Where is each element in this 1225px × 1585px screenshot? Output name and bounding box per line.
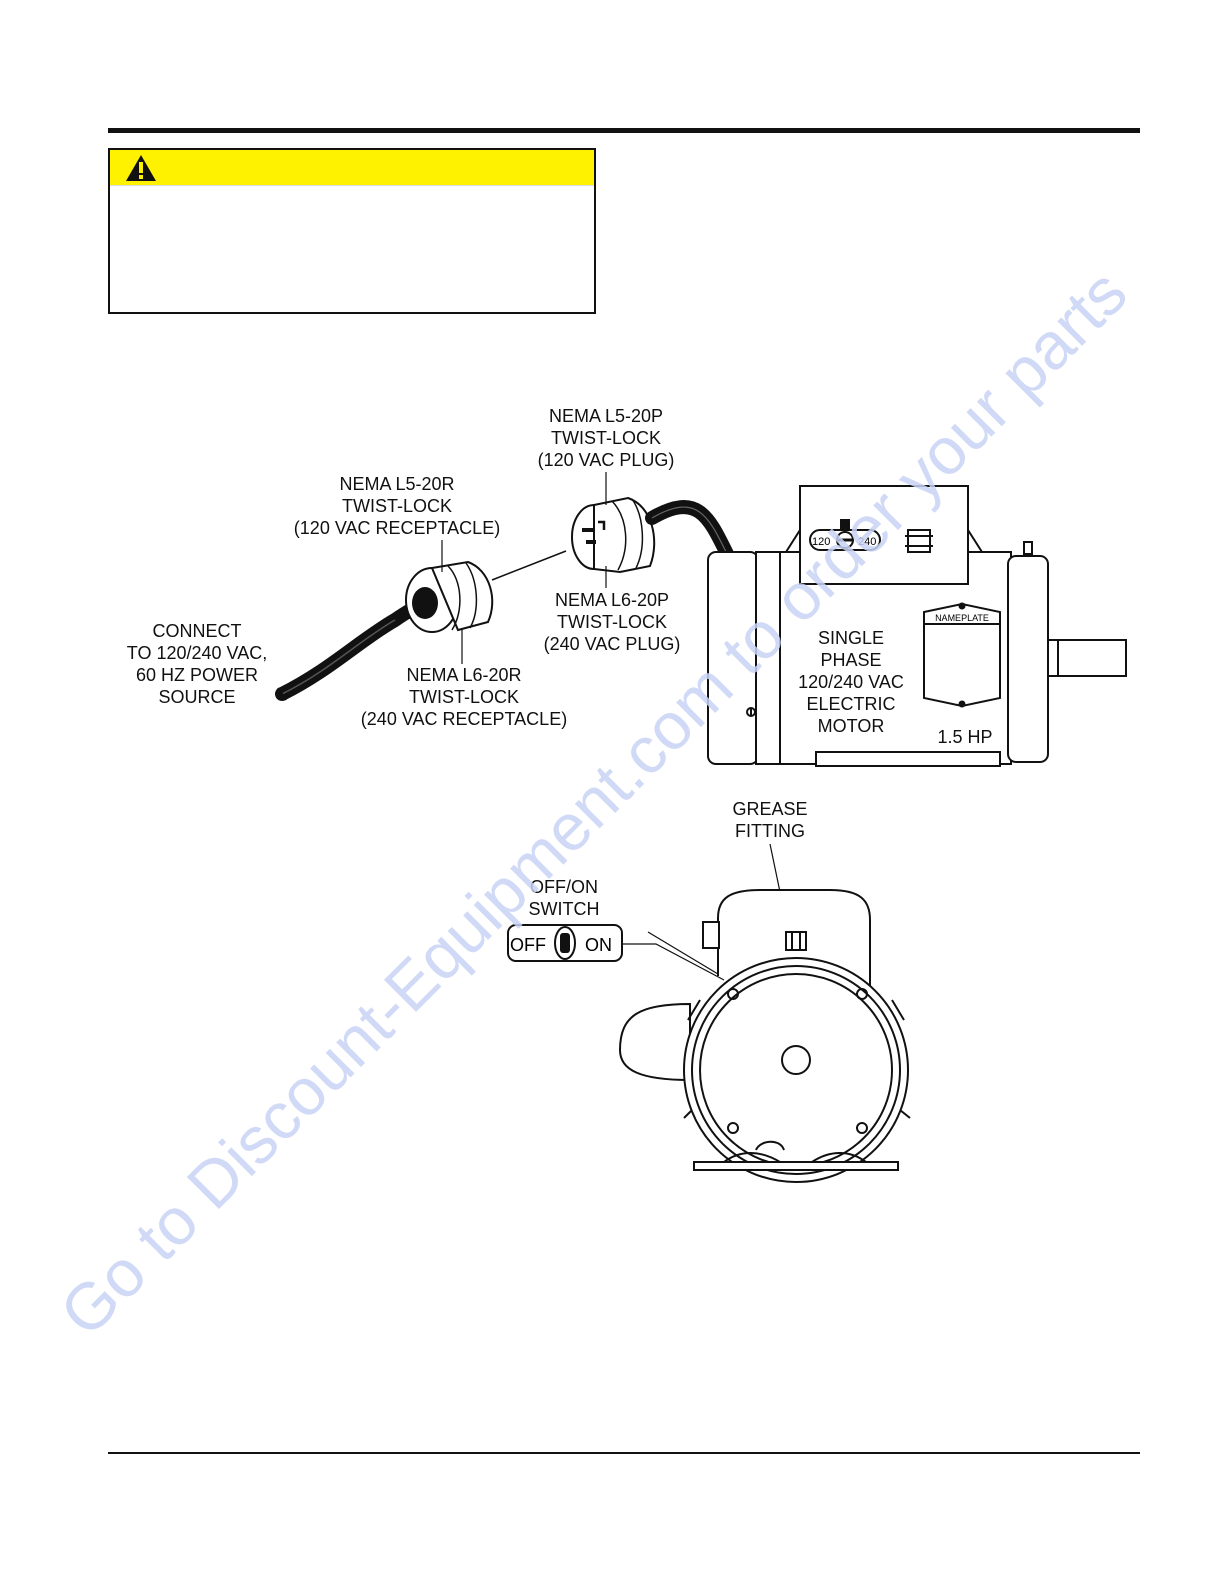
electric-motor <box>707 485 1127 767</box>
warning-triangle-icon <box>126 155 156 181</box>
motor-end-view <box>618 889 911 1183</box>
warning-box <box>108 148 596 314</box>
voltage-120-label: 120 <box>812 536 830 548</box>
switch-on-label: ON <box>585 935 612 955</box>
switch-off-label: OFF <box>510 935 546 955</box>
nameplate-label: NAMEPLATE <box>935 613 989 623</box>
label-hp: 1.5 HP <box>937 727 993 747</box>
off-on-switch <box>507 924 623 962</box>
twist-lock-plug <box>571 496 656 574</box>
voltage-240-label: 240 <box>858 536 876 548</box>
twist-lock-receptacle <box>405 560 494 633</box>
top-rule <box>108 128 1140 133</box>
bottom-rule <box>108 1452 1140 1454</box>
warning-header <box>110 150 594 186</box>
